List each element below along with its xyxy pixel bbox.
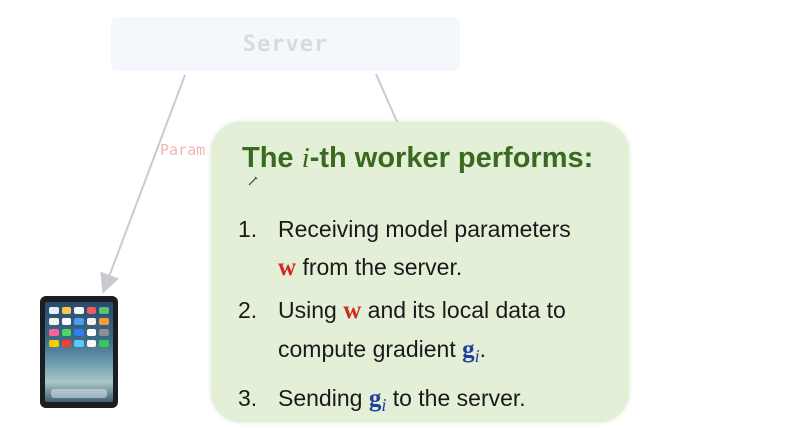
tablet-dock — [51, 389, 107, 398]
edge-label-parameters: Param — [160, 141, 206, 159]
list-item: 2. Using w and its local data to compute… — [238, 297, 566, 366]
server-to-worker-arrow — [100, 74, 186, 294]
worker-steps-panel: The i-th worker performs: 1. Receiving m… — [211, 122, 629, 422]
vector-g-i: gi — [462, 336, 480, 366]
tablet-screen — [45, 302, 113, 402]
list-item: 3. Sending gi to the server. — [238, 385, 526, 415]
tablet-icon — [40, 296, 118, 408]
panel-title: The i-th worker performs: — [242, 142, 594, 174]
app-icon-grid — [49, 307, 109, 347]
vector-w: w — [278, 254, 297, 281]
vector-w: w — [343, 297, 362, 324]
server-node: Server — [111, 17, 460, 71]
worker-to-server-arrow — [375, 73, 399, 125]
connection-arrows — [100, 73, 399, 294]
index-variable-i: i — [301, 142, 310, 174]
pen-cursor-icon — [248, 176, 258, 186]
server-label: Server — [242, 31, 329, 57]
vector-g-i: gi — [368, 385, 387, 415]
